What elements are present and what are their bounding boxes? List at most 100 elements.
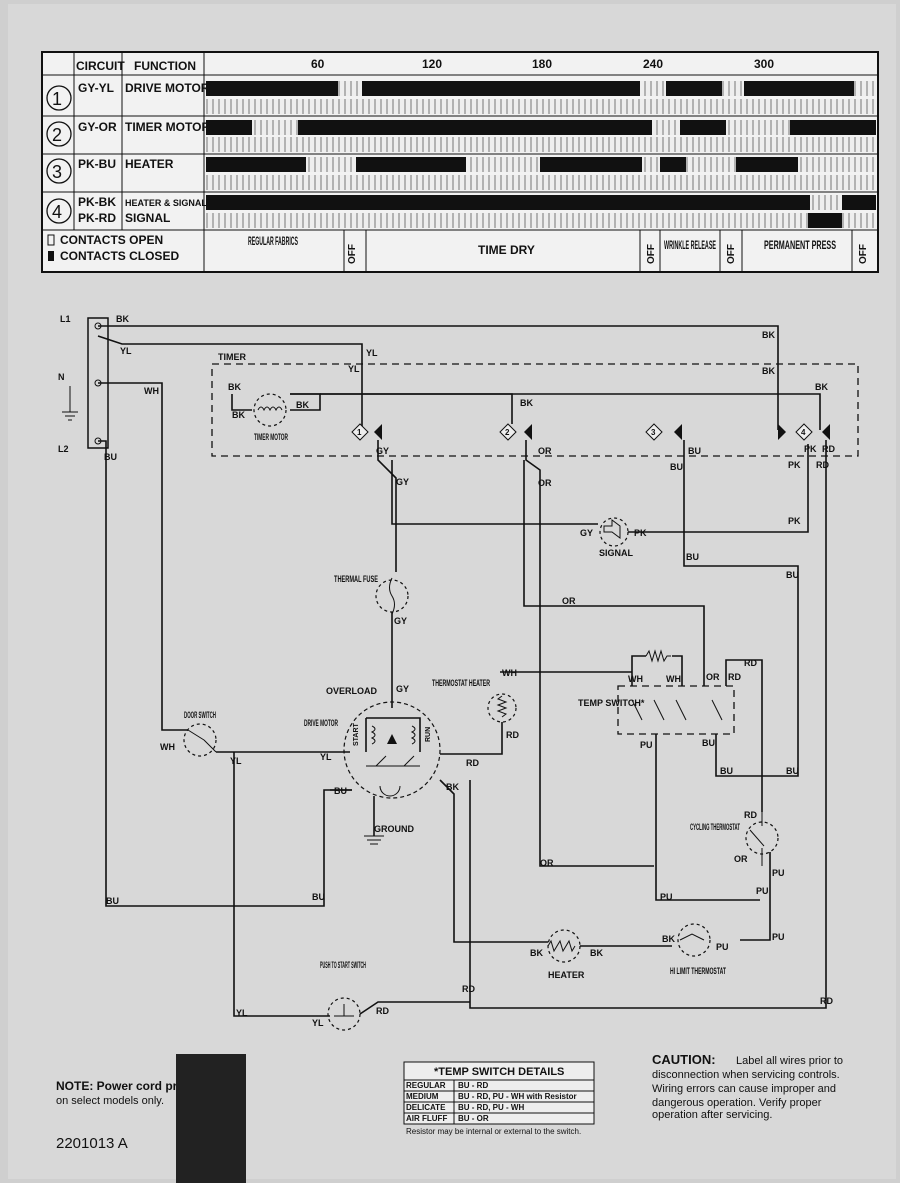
tick-120: 120 <box>422 57 442 71</box>
wire-label-rd: RD <box>744 810 757 820</box>
row-3-function: HEATER <box>125 157 174 171</box>
cycle-off-4: OFF <box>858 244 869 264</box>
timer-chart: CIRCUIT FUNCTION 60 120 180 240 300 1 GY… <box>41 51 879 273</box>
note-line-1: NOTE: Power cord pr <box>56 1079 178 1093</box>
wire-label-gy: GY <box>394 616 407 626</box>
wire-label-or: OR <box>734 854 748 864</box>
part-number: 2201013 A <box>56 1135 128 1152</box>
wire-label-bu: BU <box>106 896 119 906</box>
drive-motor-icon <box>343 701 441 799</box>
wire-label-or: OR <box>706 672 720 682</box>
wire-label-pu: PU <box>660 892 673 902</box>
n-label: N <box>58 372 65 382</box>
temp-switch-label: TEMP SWITCH* <box>578 698 645 708</box>
circuit-number-2-label: 2 <box>52 125 62 145</box>
signal-label: SIGNAL <box>599 548 634 558</box>
wire-label-bu: BU <box>786 570 799 580</box>
timing-bars <box>206 81 876 228</box>
wire-label-bu: BU <box>670 462 683 472</box>
caution-line-2: disconnection when servicing controls. <box>652 1069 840 1081</box>
wire-label-pu: PU <box>716 942 729 952</box>
cycle-regular: REGULAR FABRICS <box>248 234 298 248</box>
row-1-circuit: GY-YL <box>78 81 114 95</box>
cycling-thermostat-label: CYCLING THERMOSTAT <box>690 822 740 832</box>
wire-label-yl: YL <box>120 346 132 356</box>
wire-label-bu: BU <box>334 786 347 796</box>
circuit-header: CIRCUIT <box>76 59 125 73</box>
temp-wiring-air-fluff: BU - OR <box>458 1114 489 1123</box>
wire-label-pk: PK <box>634 528 647 538</box>
wire-label-bk: BK <box>116 314 129 324</box>
timer-contact-1: 1 <box>351 423 382 441</box>
thermal-fuse-label: THERMAL FUSE <box>334 574 378 584</box>
timer-label: TIMER <box>218 352 246 362</box>
wire-label-bk: BK <box>520 398 533 408</box>
run-winding-label: RUN <box>425 727 432 742</box>
caution-line-1: Label all wires prior to <box>736 1055 843 1067</box>
cycle-permanent-press: PERMANENT PRESS <box>764 238 836 252</box>
wire-label-pu: PU <box>772 932 785 942</box>
thermostat-heater-label: THERMOSTAT HEATER <box>432 678 490 688</box>
wire-label-bk: BK <box>232 410 245 420</box>
row-4-function: HEATER & SIGNAL <box>125 198 207 208</box>
legend-open: CONTACTS OPEN <box>60 233 163 247</box>
circuit-number-4-label: 4 <box>52 202 62 222</box>
wire-label-or: OR <box>540 858 554 868</box>
cycle-time-dry: TIME DRY <box>478 243 535 257</box>
wire-label-bk: BK <box>762 330 775 340</box>
tape-strip <box>176 1054 246 1183</box>
timer-contact-2: 2 <box>499 423 532 441</box>
circuit-number-3-label: 3 <box>52 162 62 182</box>
timer-contact-3: 3 <box>645 423 682 441</box>
circuit-number-1 <box>46 85 72 111</box>
wire-label-wh: WH <box>666 674 681 684</box>
temp-setting-delicate: DELICATE <box>406 1103 446 1112</box>
row-4b-function: SIGNAL <box>125 211 170 225</box>
heater-label: HEATER <box>548 970 585 980</box>
wire-label-gy: GY <box>396 477 409 487</box>
door-switch-label: DOOR SWITCH <box>184 710 216 720</box>
timer-motor-icon <box>253 393 287 427</box>
wire-label-bk: BK <box>228 382 241 392</box>
caution-line-4: dangerous operation. Verify proper <box>652 1097 822 1109</box>
temp-setting-medium: MEDIUM <box>406 1092 439 1101</box>
wire-label-pu: PU <box>640 740 653 750</box>
wire-label-pu: PU <box>772 868 785 878</box>
wire-label-wh: WH <box>160 742 175 752</box>
push-to-start-label: PUSH TO START SWITCH <box>320 960 366 970</box>
wire-label-wh: WH <box>628 674 643 684</box>
wire-label-pk: PK <box>788 460 801 470</box>
temp-wiring-regular: BU - RD <box>458 1081 488 1090</box>
ground-label: GROUND <box>374 824 414 834</box>
wire-label-bk: BK <box>446 782 459 792</box>
temp-switch-table: *TEMP SWITCH DETAILS REGULAR BU - RD MED… <box>403 1061 595 1136</box>
temp-switch-title: *TEMP SWITCH DETAILS <box>434 1066 564 1078</box>
contact-1-label: 1 <box>357 428 362 437</box>
wire-label-or: OR <box>538 478 552 488</box>
door-switch-icon <box>183 723 217 757</box>
wire-label-rd: RD <box>744 658 757 668</box>
tick-60: 60 <box>311 57 325 71</box>
wire-label-yl: YL <box>366 348 378 358</box>
timer-motor-label: TIMER MOTOR <box>254 432 288 442</box>
l2-label: L2 <box>58 444 69 454</box>
wire-label-bk: BK <box>530 948 543 958</box>
wire-label-bk: BK <box>296 400 309 410</box>
wire-label-gy: GY <box>396 684 409 694</box>
wire-label-bk: BK <box>662 934 675 944</box>
wire-label-rd: RD <box>376 1006 389 1016</box>
wire-label-yl: YL <box>230 756 242 766</box>
cycle-off-1: OFF <box>347 244 358 264</box>
timer-box <box>211 363 859 457</box>
circuit-number-1-label: 1 <box>52 89 62 109</box>
caution-line-5: operation after servicing. <box>652 1109 772 1121</box>
wire-label-yl: YL <box>348 364 360 374</box>
contact-3-label: 3 <box>651 428 656 437</box>
cycle-wrinkle-release: WRINKLE RELEASE <box>664 238 716 252</box>
l1-label: L1 <box>60 314 71 324</box>
start-winding-label: START <box>353 722 360 746</box>
cycle-off-2: OFF <box>646 244 657 264</box>
function-header: FUNCTION <box>134 59 196 73</box>
caution-title: CAUTION: <box>652 1052 716 1067</box>
